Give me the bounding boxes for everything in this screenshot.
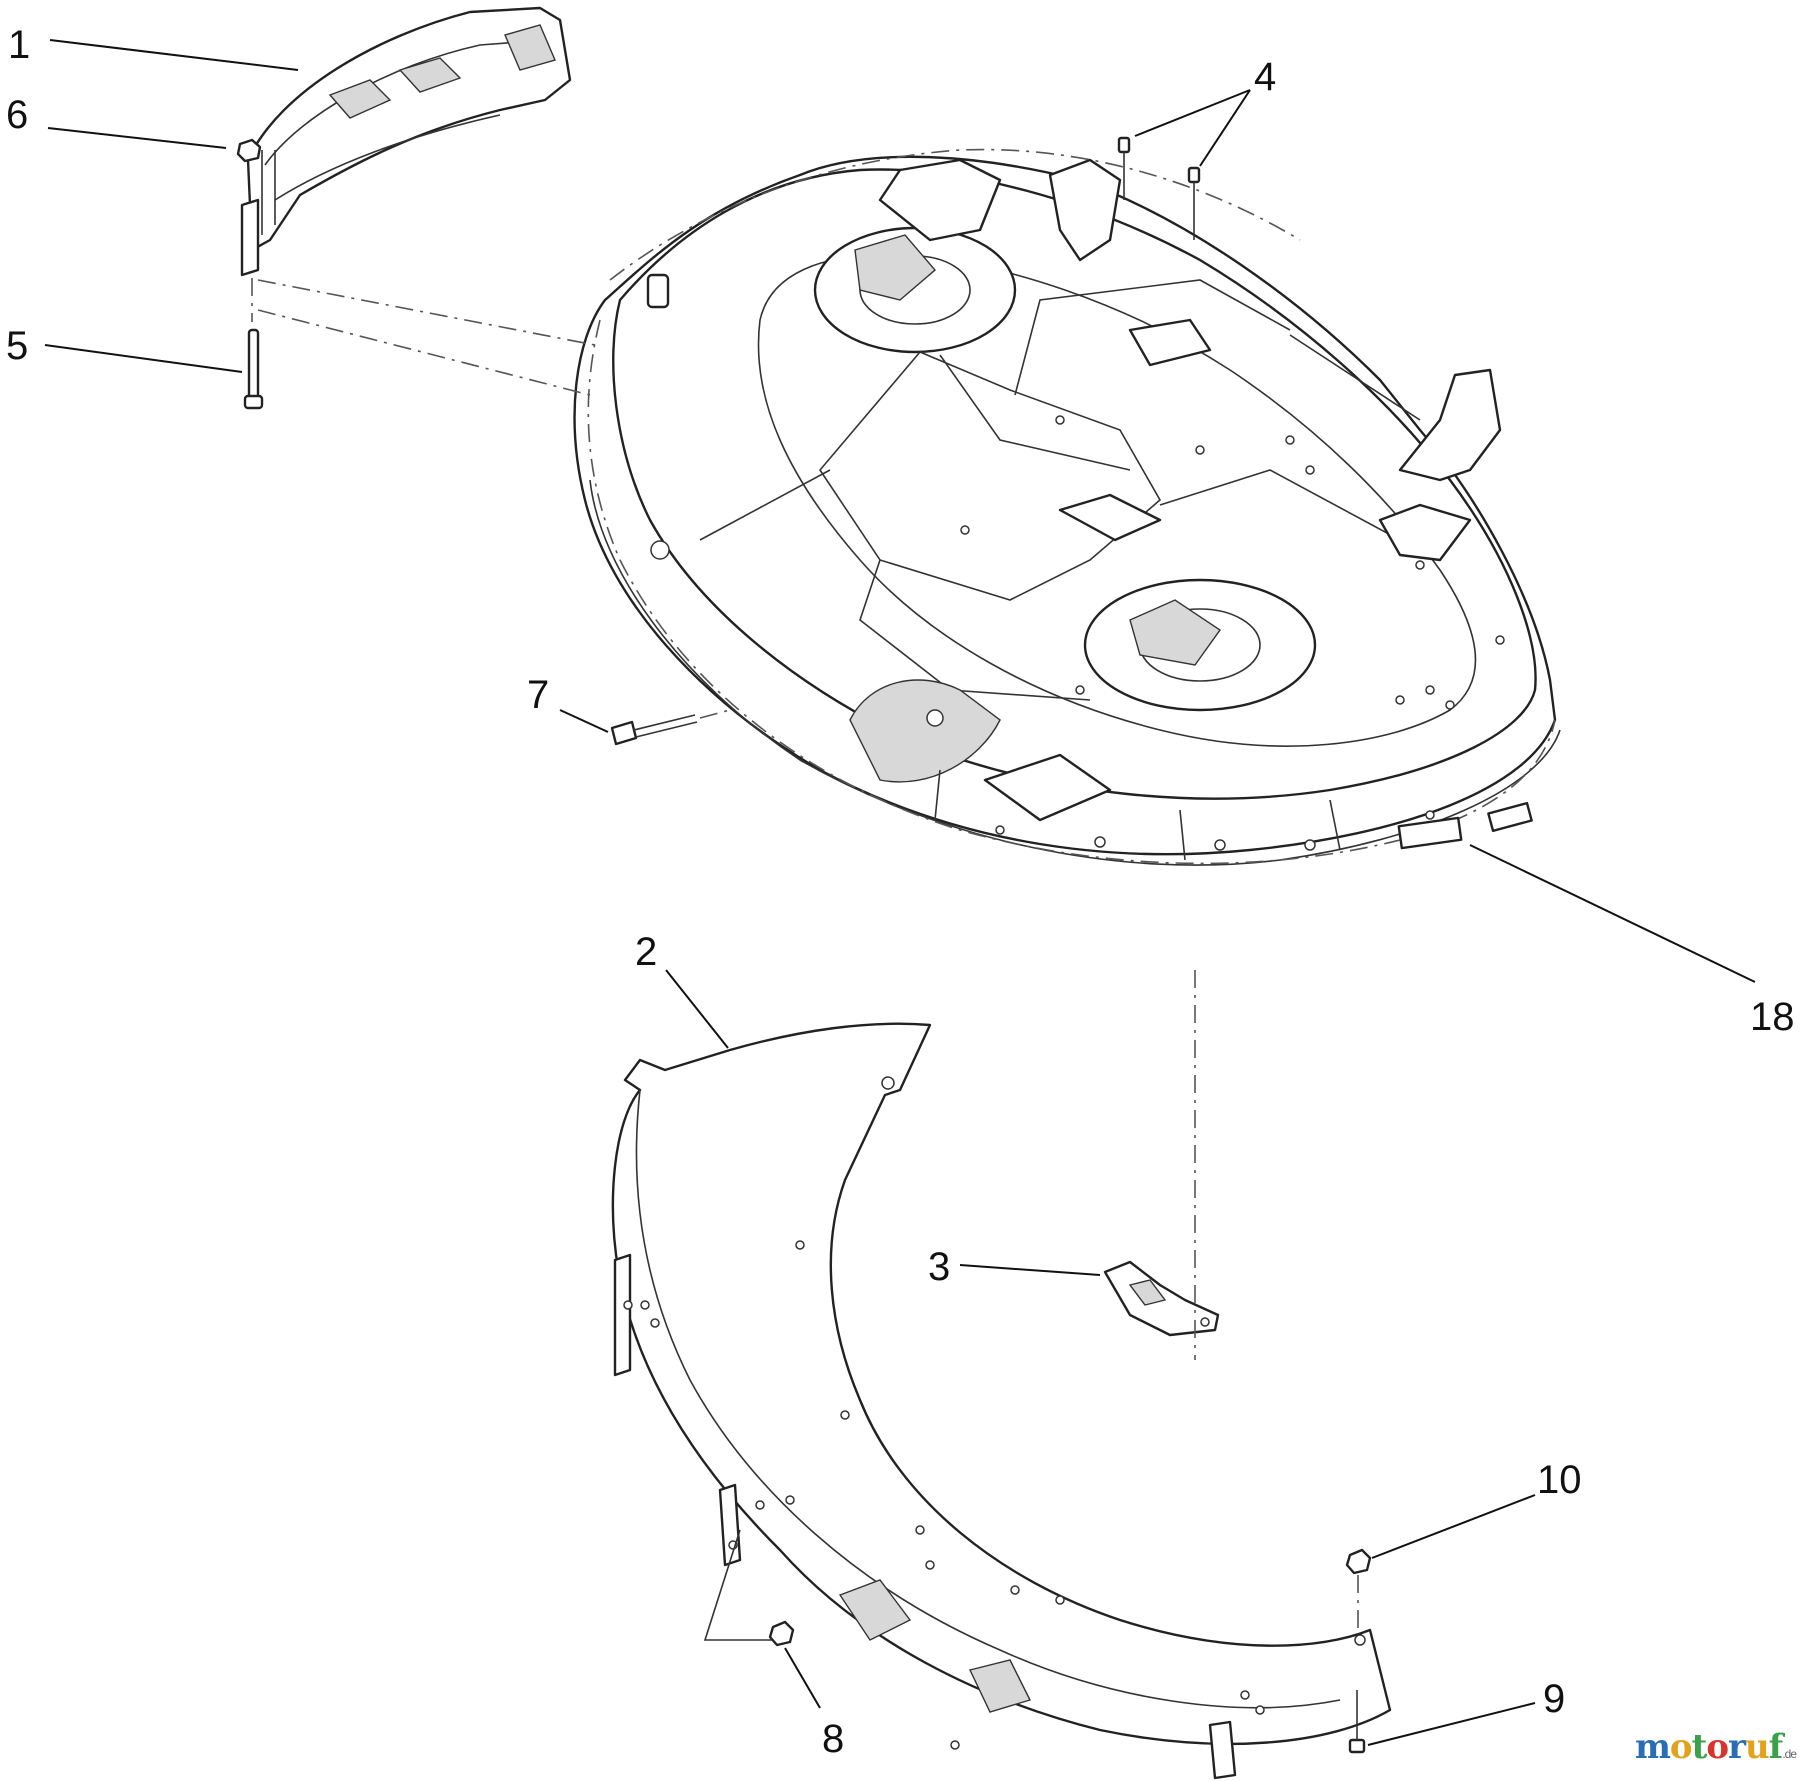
mower-deck-housing: [573, 148, 1561, 866]
watermark-letter: o: [1669, 1727, 1693, 1767]
callout-2: 2: [635, 930, 657, 974]
watermark-letter: r: [1728, 1727, 1746, 1767]
watermark-letter: f: [1768, 1727, 1784, 1767]
watermark-letter: t: [1691, 1727, 1708, 1767]
chute-nut: [236, 138, 262, 163]
leader-lines: [44, 39, 1756, 1746]
deck-bolt: [610, 714, 698, 746]
baffle-bolt: [1348, 1690, 1366, 1754]
chute-deflector: [240, 6, 572, 277]
callout-18: 18: [1750, 995, 1795, 1039]
watermark-logo: motoruf.de: [1634, 1727, 1797, 1767]
baffle-nut-8: [768, 1620, 795, 1647]
watermark-letter: m: [1634, 1727, 1671, 1767]
callout-3: 3: [928, 1245, 950, 1289]
watermark-suffix: .de: [1782, 1747, 1797, 1761]
callout-8: 8: [822, 1717, 844, 1761]
pivot-rod: [243, 328, 264, 410]
watermark-letter: o: [1706, 1727, 1729, 1767]
mounting-screws: [1117, 136, 1201, 240]
callout-1: 1: [8, 23, 30, 67]
callout-5: 5: [6, 324, 28, 368]
callout-6: 6: [6, 93, 28, 137]
callout-9: 9: [1543, 1677, 1565, 1721]
callout-7: 7: [527, 673, 549, 717]
baffle-plate: [611, 1022, 1392, 1780]
callout-10: 10: [1537, 1458, 1582, 1502]
baffle-bracket: [1103, 1260, 1220, 1337]
callout-4: 4: [1254, 55, 1276, 99]
watermark-letter: u: [1744, 1727, 1770, 1767]
baffle-nut-10: [1345, 1548, 1372, 1575]
